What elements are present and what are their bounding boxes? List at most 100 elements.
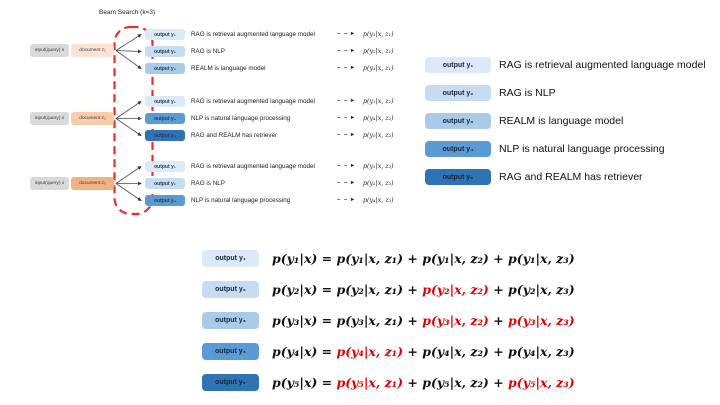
equation-term: p(y₂|x, z₂) xyxy=(422,282,489,297)
equation-lhs: p(y₁|x) = xyxy=(272,251,337,266)
fan-arrows-group-2 xyxy=(115,101,142,136)
document-box-2: document z₂ xyxy=(71,112,114,125)
equation-row: p(y₁|x) = p(y₁|x, z₁) + p(y₁|x, z₂) + p(… xyxy=(272,250,575,267)
dashed-arrow-icon: – – ▸ xyxy=(337,31,356,37)
output-chip: output y₄ xyxy=(145,113,185,124)
probability-label: p(y₄|x, z₃) xyxy=(363,197,394,204)
probability-label: p(y₁|x, z₂) xyxy=(363,98,394,105)
probability-label: p(y₅|x, z₂) xyxy=(363,132,394,139)
dashed-arrow-icon: – – ▸ xyxy=(337,132,356,138)
dashed-arrow-icon: – – ▸ xyxy=(337,48,356,54)
equation-term: p(y₅|x, z₂) xyxy=(422,375,489,390)
plus-sign: + xyxy=(488,251,509,266)
fan-arrow-line xyxy=(115,50,142,69)
equation-output-chip: output y₃ xyxy=(202,312,259,329)
dashed-arrow-icon: – – ▸ xyxy=(337,98,356,104)
dashed-arrow-icon: – – ▸ xyxy=(337,115,356,121)
dashed-arrow-icon: – – ▸ xyxy=(337,180,356,186)
equation-term: p(y₃|x, z₂) xyxy=(422,313,489,328)
legend-sentence: REALM is language model xyxy=(499,115,624,127)
plus-sign: + xyxy=(488,344,509,359)
legend-sentence: RAG is retrieval augmented language mode… xyxy=(499,59,706,71)
dashed-arrow-icon: – – ▸ xyxy=(337,197,356,203)
equation-term: p(y₁|x, z₃) xyxy=(508,251,575,266)
equation-term: p(y₁|x, z₂) xyxy=(422,251,489,266)
equation-lhs: p(y₂|x) = xyxy=(272,282,337,297)
equation-output-chip: output y₁ xyxy=(202,250,259,267)
output-sentence: RAG is retrieval augmented language mode… xyxy=(191,31,315,38)
probability-label: p(y₂|x, z₁) xyxy=(363,48,394,55)
probability-label: p(y₁|x, z₁) xyxy=(363,31,394,38)
probability-label: p(y₁|x, z₃) xyxy=(363,163,394,170)
fan-arrow-line xyxy=(115,101,142,119)
legend-sentence: NLP is natural language processing xyxy=(499,143,665,155)
legend-output-chip: output y₃ xyxy=(425,113,491,129)
fan-arrows-group-1 xyxy=(115,34,142,69)
probability-label: p(y₂|x, z₃) xyxy=(363,180,394,187)
equation-lhs: p(y₅|x) = xyxy=(272,375,337,390)
plus-sign: + xyxy=(488,313,509,328)
output-sentence: NLP is natural language processing xyxy=(191,115,291,122)
dashed-arrow-icon: – – ▸ xyxy=(337,163,356,169)
output-sentence: RAG and REALM has retriever xyxy=(191,132,278,139)
output-chip: output y₂ xyxy=(145,46,185,57)
output-sentence: RAG is retrieval augmented language mode… xyxy=(191,163,315,170)
output-chip: output y₄ xyxy=(145,195,185,206)
equation-output-chip: output y₄ xyxy=(202,343,259,360)
equation-row: p(y₅|x) = p(y₅|x, z₁) + p(y₅|x, z₂) + p(… xyxy=(272,374,575,391)
legend-output-chip: output y₁ xyxy=(425,57,491,73)
output-sentence: RAG is NLP xyxy=(191,180,225,187)
plus-sign: + xyxy=(488,282,509,297)
input-query-box: input(query) x xyxy=(30,112,69,125)
fan-arrow-line xyxy=(115,49,142,54)
document-box-3: document z₃ xyxy=(71,177,114,190)
plus-sign: + xyxy=(403,313,423,328)
equation-term: p(y₄|x, z₁) xyxy=(336,344,404,359)
output-sentence: NLP is natural language processing xyxy=(191,197,291,204)
equation-row: p(y₃|x) = p(y₃|x, z₁) + p(y₃|x, z₂) + p(… xyxy=(272,312,575,329)
fan-arrow-line xyxy=(115,183,142,201)
output-chip: output y₁ xyxy=(145,96,185,107)
dashed-arrow-icon: – – ▸ xyxy=(337,65,356,71)
input-query-box: input(query) x xyxy=(30,177,69,190)
legend-output-chip: output y₄ xyxy=(425,141,491,157)
equation-term: p(y₂|x, z₃) xyxy=(508,282,575,297)
plus-sign: + xyxy=(403,282,423,297)
equation-term: p(y₂|x, z₁) xyxy=(336,282,404,297)
plus-sign: + xyxy=(403,344,423,359)
equation-term: p(y₄|x, z₃) xyxy=(508,344,575,359)
fan-arrow-line xyxy=(115,34,142,51)
output-chip: output y₃ xyxy=(145,63,185,74)
equation-term: p(y₄|x, z₂) xyxy=(422,344,489,359)
output-sentence: RAG is retrieval augmented language mode… xyxy=(191,98,315,105)
equation-output-chip: output y₅ xyxy=(202,374,259,391)
equation-term: p(y₁|x, z₁) xyxy=(336,251,404,266)
plus-sign: + xyxy=(403,375,423,390)
legend-sentence: RAG is NLP xyxy=(499,87,556,99)
output-chip: output y₅ xyxy=(145,130,185,141)
input-query-box: input(query) x xyxy=(30,44,69,57)
legend-output-chip: output y₂ xyxy=(425,85,491,101)
output-sentence: RAG is NLP xyxy=(191,48,225,55)
equation-term: p(y₅|x, z₃) xyxy=(508,375,575,390)
document-box-1: document z₁ xyxy=(71,44,114,57)
plus-sign: + xyxy=(488,375,509,390)
legend-output-chip: output y₅ xyxy=(425,169,491,185)
output-chip: output y₁ xyxy=(145,29,185,40)
equation-term: p(y₃|x, z₃) xyxy=(508,313,575,328)
equation-output-chip: output y₂ xyxy=(202,281,259,298)
probability-label: p(y₃|x, z₁) xyxy=(363,65,394,72)
equation-term: p(y₅|x, z₁) xyxy=(336,375,404,390)
output-chip: output y₁ xyxy=(145,161,185,172)
probability-label: p(y₄|x, z₂) xyxy=(363,115,394,122)
plus-sign: + xyxy=(403,251,423,266)
fan-arrow-line xyxy=(115,118,142,136)
equation-lhs: p(y₄|x) = xyxy=(272,344,337,359)
output-chip: output y₂ xyxy=(145,178,185,189)
legend-sentence: RAG and REALM has retriever xyxy=(499,171,643,183)
equation-row: p(y₄|x) = p(y₄|x, z₁) + p(y₄|x, z₂) + p(… xyxy=(272,343,575,360)
fan-arrow-line xyxy=(115,166,142,184)
equation-row: p(y₂|x) = p(y₂|x, z₁) + p(y₂|x, z₂) + p(… xyxy=(272,281,575,298)
output-sentence: REALM is language model xyxy=(191,65,266,72)
